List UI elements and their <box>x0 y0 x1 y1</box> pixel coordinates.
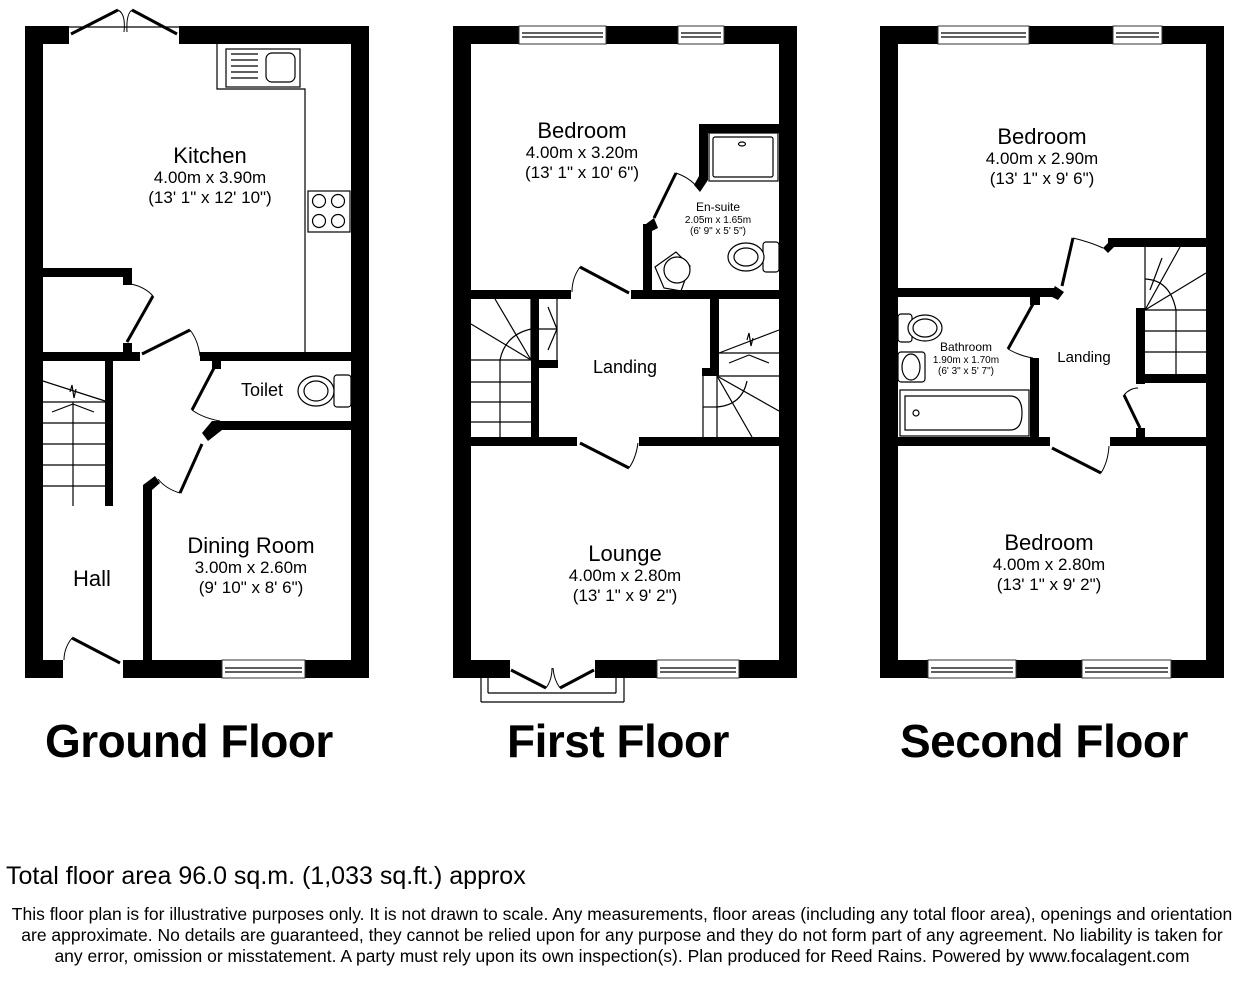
room-dimensions-metric: 4.00m x 2.90m <box>985 149 1099 169</box>
room-label-bedroom-3: Bedroom 4.00m x 2.80m (13' 1" x 9' 2") <box>949 530 1149 594</box>
room-dimensions-metric: 4.00m x 2.80m <box>568 566 682 586</box>
window <box>1112 25 1163 45</box>
room-name: Hall <box>73 566 111 591</box>
window <box>927 659 1017 679</box>
floor-title-second: Second Floor <box>900 715 1188 767</box>
room-dimensions-imperial: (9' 10" x 8' 6") <box>198 577 304 597</box>
room-name: Lounge <box>588 541 662 566</box>
room-name: Kitchen <box>173 143 247 168</box>
floor-title-first: First Floor <box>507 715 729 767</box>
room-label-toilet: Toilet <box>232 380 292 401</box>
room-dimensions-metric: 3.00m x 2.60m <box>194 558 308 578</box>
room-label-bathroom: Bathroom 1.90m x 1.70m (6' 3" x 5' 7") <box>918 340 1014 378</box>
floor-title-ground: Ground Floor <box>45 715 333 767</box>
room-name: Landing <box>1057 349 1111 366</box>
window <box>221 659 306 679</box>
staircase <box>1144 246 1207 374</box>
room-name: Bedroom <box>997 124 1087 149</box>
room-dimensions-imperial: (13' 1" x 9' 6") <box>989 168 1095 188</box>
room-label-landing-2: Landing <box>1044 349 1124 366</box>
staircase <box>470 298 558 437</box>
window <box>518 25 607 45</box>
room-label-bedroom-2: Bedroom 4.00m x 2.90m (13' 1" x 9' 6") <box>942 124 1142 188</box>
room-name: En-suite <box>695 200 741 214</box>
window <box>677 25 725 45</box>
second-floor-plan <box>880 25 1224 679</box>
room-label-dining-room: Dining Room 3.00m x 2.60m (9' 10" x 8' 6… <box>156 533 346 597</box>
staircase <box>42 380 106 506</box>
room-label-lounge: Lounge 4.00m x 2.80m (13' 1" x 9' 2") <box>525 541 725 605</box>
room-dimensions-imperial: (6' 9" x 5' 5") <box>690 226 746 238</box>
room-dimensions-metric: 1.90m x 1.70m <box>932 354 1000 366</box>
room-dimensions-metric: 4.00m x 2.80m <box>992 555 1106 575</box>
french-doors <box>69 8 179 36</box>
disclaimer-text: This floor plan is for illustrative purp… <box>11 904 1233 966</box>
room-dimensions-imperial: (13' 1" x 12' 10") <box>148 187 272 207</box>
room-label-bedroom-1: Bedroom 4.00m x 3.20m (13' 1" x 10' 6") <box>482 118 682 182</box>
room-dimensions-imperial: (13' 1" x 10' 6") <box>524 162 639 182</box>
room-name: Toilet <box>240 380 284 400</box>
room-name: Bathroom <box>939 340 993 354</box>
room-label-kitchen: Kitchen 4.00m x 3.90m (13' 1" x 12' 10") <box>110 143 310 207</box>
ground-floor-plan <box>25 8 369 679</box>
room-dimensions-imperial: (6' 3" x 5' 7") <box>938 366 994 378</box>
room-dimensions-imperial: (13' 1" x 9' 2") <box>572 585 678 605</box>
window <box>656 659 740 679</box>
room-name: Dining Room <box>187 533 315 558</box>
juliet-balcony <box>480 667 625 703</box>
window <box>937 25 1030 45</box>
room-label-en-suite: En-suite 2.05m x 1.65m (6' 9" x 5' 5") <box>670 200 766 238</box>
room-label-landing-1: Landing <box>580 357 670 378</box>
room-dimensions-metric: 2.05m x 1.65m <box>684 214 752 226</box>
room-dimensions-metric: 4.00m x 3.20m <box>525 143 639 163</box>
room-name: Bedroom <box>1004 530 1094 555</box>
room-name: Bedroom <box>537 118 627 143</box>
room-dimensions-imperial: (13' 1" x 9' 2") <box>996 574 1102 594</box>
total-floor-area: Total floor area 96.0 sq.m. (1,033 sq.ft… <box>6 862 526 890</box>
staircase <box>702 329 780 438</box>
room-name: Landing <box>592 357 658 377</box>
first-floor-plan <box>453 25 797 703</box>
window <box>1081 659 1172 679</box>
room-label-hall: Hall <box>60 566 124 591</box>
room-dimensions-metric: 4.00m x 3.90m <box>153 168 267 188</box>
